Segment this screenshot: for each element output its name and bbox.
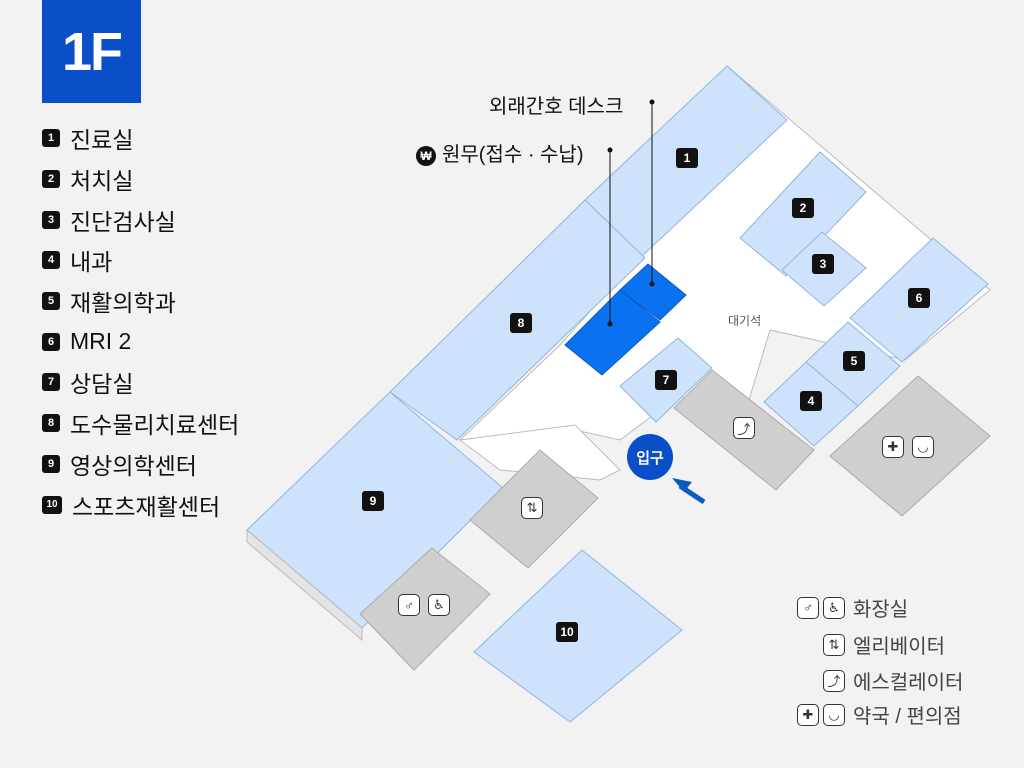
room-legend-label: 영상의학센터	[70, 452, 197, 479]
room-number-badge: 4	[42, 251, 60, 270]
escalator-icon: ⤴	[823, 669, 845, 692]
floor-badge: 1F	[42, 0, 141, 103]
restroom-block[interactable]	[359, 547, 491, 671]
entrance-badge[interactable]: 입구	[627, 434, 673, 480]
admin-desk[interactable]	[564, 289, 661, 376]
room-8-badge: 8	[510, 313, 532, 333]
basket-icon: ◡	[912, 436, 934, 458]
room-number-badge: 10	[42, 495, 62, 514]
room-number-badge: 3	[42, 210, 60, 229]
room-7-badge: 7	[655, 370, 677, 390]
room-6-badge: 6	[908, 288, 930, 308]
room-10-badge: 10	[556, 622, 578, 642]
room-legend-item[interactable]: 7 상담실	[42, 362, 239, 403]
wheelchair-icon: ♿	[428, 594, 450, 616]
room-legend-label: 상담실	[70, 371, 134, 398]
entrance-arrow-head	[672, 478, 692, 492]
room-legend-item[interactable]: 5 재활의학과	[42, 281, 239, 322]
room-9-side	[246, 528, 363, 642]
room-number-badge: 2	[42, 170, 60, 189]
pharmacy-store-block[interactable]	[829, 375, 991, 517]
room-legend-item[interactable]: 6 MRI 2	[42, 321, 239, 362]
admin-desk-label: ₩ 원무(접수 · 수납)	[416, 138, 584, 167]
outpatient-desk-label: 외래간호 데스크	[489, 96, 624, 118]
room-legend-item[interactable]: 2 처치실	[42, 159, 239, 200]
room-legend-label: 진단검사실	[70, 208, 176, 235]
room-number-badge: 9	[42, 454, 60, 473]
admin-desk-text: 원무(접수 · 수납)	[442, 144, 584, 166]
callout-dot	[649, 281, 655, 287]
legend-elevator-label: 엘리베이터	[853, 636, 945, 658]
room-legend-item[interactable]: 10 스포츠재활센터	[42, 484, 239, 525]
room-legend-label: 재활의학과	[70, 290, 176, 317]
legend-pharmacy-store: ✚ ◡ 약국 / 편의점	[797, 700, 962, 729]
legend-restroom-label: 화장실	[853, 599, 909, 621]
legend-escalator-label: 에스컬레이터	[853, 672, 964, 694]
room-legend-label: 내과	[70, 249, 113, 276]
room-4-badge: 4	[800, 391, 822, 411]
room-legend-label: 스포츠재활센터	[72, 493, 221, 520]
room-2-badge: 2	[792, 198, 814, 218]
pharmacy-icon: ✚	[797, 703, 819, 726]
escalator-icon: ⤴	[733, 417, 755, 439]
elevator-icon: ⇅	[521, 497, 543, 519]
callout-dot	[607, 321, 613, 327]
room-legend-item[interactable]: 3 진단검사실	[42, 199, 239, 240]
room-10-shape[interactable]	[473, 549, 683, 723]
waiting-area-label: 대기석	[728, 314, 762, 328]
callout-dot	[607, 147, 613, 153]
legend-restroom: ♂ ♿ 화장실	[797, 593, 908, 622]
room-number-badge: 1	[42, 129, 60, 148]
won-icon: ₩	[416, 145, 436, 166]
room-legend-item[interactable]: 4 내과	[42, 240, 239, 281]
room-legend-label: 처치실	[70, 168, 134, 195]
room-number-badge: 8	[42, 414, 60, 433]
elevator-icon: ⇅	[823, 633, 845, 656]
room-legend-label: MRI 2	[70, 328, 132, 355]
basket-icon: ◡	[823, 703, 845, 726]
room-legend-item[interactable]: 8 도수물리치료센터	[42, 403, 239, 444]
restroom-icon: ♂	[398, 594, 420, 616]
pharmacy-icon: ✚	[882, 436, 904, 458]
room-legend-item[interactable]: 9 영상의학센터	[42, 444, 239, 485]
legend-elevator: ⇅ 엘리베이터	[823, 630, 945, 659]
outpatient-desk[interactable]	[619, 263, 687, 321]
legend-escalator: ⤴ 에스컬레이터	[823, 666, 963, 695]
room-number-badge: 6	[42, 332, 60, 351]
callout-dot	[649, 99, 655, 105]
room-number-badge: 5	[42, 292, 60, 311]
room-number-badge: 7	[42, 373, 60, 392]
wheelchair-icon: ♿	[823, 596, 845, 619]
room-legend-label: 진료실	[70, 127, 134, 154]
restroom-icon: ♂	[797, 596, 819, 619]
room-9-badge: 9	[362, 491, 384, 511]
room-5-badge: 5	[843, 351, 865, 371]
room-legend-item[interactable]: 1 진료실	[42, 118, 239, 159]
room-1-badge: 1	[676, 148, 698, 168]
legend-pharmacy-store-label: 약국 / 편의점	[853, 706, 962, 728]
room-legend-label: 도수물리치료센터	[70, 412, 240, 439]
room-3-badge: 3	[812, 254, 834, 274]
